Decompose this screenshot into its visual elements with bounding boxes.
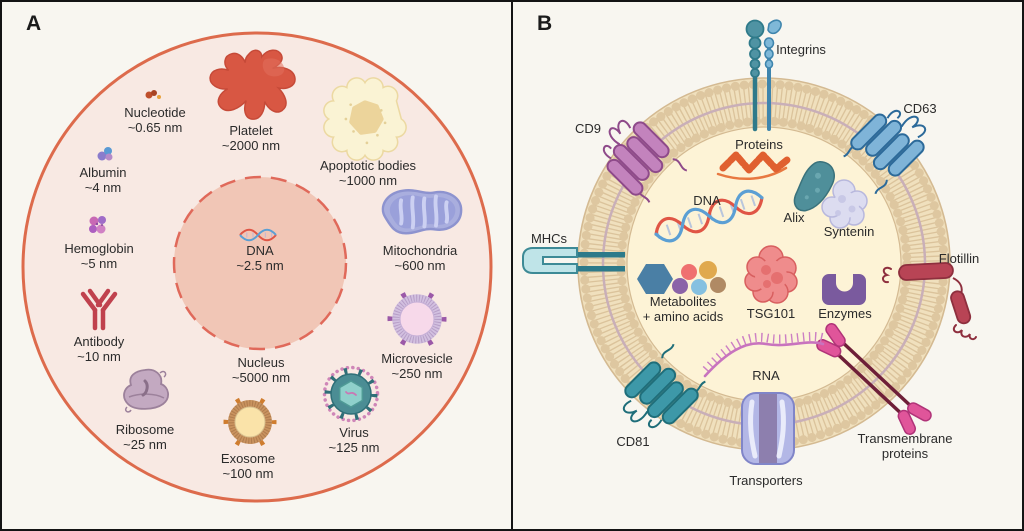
- exosome-name: Exosome: [220, 451, 276, 466]
- label-cd81: CD81: [616, 434, 650, 449]
- apoptotic-bodies-name: Apoptotic bodies: [319, 158, 417, 173]
- label-cd63: CD63: [903, 101, 937, 116]
- virus-size: ~125 nm: [328, 439, 380, 455]
- mitochondria-name: Mitochondria: [382, 243, 458, 258]
- label-virus: Virus ~125 nm: [328, 425, 380, 455]
- label-albumin: Albumin ~4 nm: [79, 165, 127, 195]
- panel-b-letter: B: [537, 12, 553, 35]
- transmembrane-line2: proteins: [881, 445, 929, 461]
- nucleotide-icon: [145, 90, 161, 99]
- label-apoptotic-bodies: Apoptotic bodies ~1000 nm: [319, 158, 417, 188]
- metabolites-line1: Metabolites: [649, 294, 717, 309]
- panel-b: B: [513, 2, 1022, 529]
- antibody-size: ~10 nm: [77, 348, 121, 364]
- mitochondria-size: ~600 nm: [394, 257, 446, 273]
- label-rna: RNA: [752, 368, 780, 383]
- platelet-size: ~2000 nm: [221, 137, 281, 153]
- label-antibody: Antibody ~10 nm: [73, 334, 125, 364]
- transporters-icon: [741, 392, 795, 465]
- antibody-name: Antibody: [73, 334, 125, 349]
- ribosome-name: Ribosome: [115, 422, 175, 437]
- label-alix: Alix: [783, 210, 805, 225]
- metabolites-icon: [637, 261, 726, 295]
- ribosome-size: ~25 nm: [123, 436, 167, 452]
- label-nucleus: Nucleus ~5000 nm: [231, 355, 291, 385]
- albumin-icon: [97, 147, 113, 161]
- label-dna-a: DNA ~2.5 nm: [236, 243, 284, 273]
- microvesicle-name: Microvesicle: [381, 351, 453, 366]
- label-enzymes: Enzymes: [818, 306, 872, 321]
- platelet-icon: [209, 49, 296, 120]
- syntenin-icon: [821, 179, 868, 229]
- label-proteins: Proteins: [735, 137, 783, 152]
- label-dna-b: DNA: [693, 193, 721, 208]
- enzymes-icon: [822, 274, 866, 305]
- albumin-size: ~4 nm: [84, 179, 122, 195]
- exosome-icon: [223, 395, 277, 449]
- alix-icon: [793, 161, 835, 212]
- rna-icon: [702, 331, 826, 378]
- cd63-icon: [843, 109, 927, 195]
- metabolites-line2: + amino acids: [642, 308, 724, 324]
- label-metabolites: Metabolites + amino acids: [642, 294, 724, 324]
- dna-icon-a: [239, 228, 277, 242]
- label-microvesicle: Microvesicle ~250 nm: [381, 351, 453, 381]
- apoptotic-bodies-icon: [323, 77, 407, 161]
- label-tsg101: TSG101: [746, 306, 796, 321]
- nucleus-name: Nucleus: [237, 355, 285, 370]
- antibody-icon: [80, 288, 118, 331]
- exosome-structure-graphic: [522, 19, 977, 465]
- platelet-name: Platelet: [229, 123, 273, 138]
- label-flotillin: Flotillin: [938, 251, 980, 266]
- label-cd9: CD9: [574, 121, 602, 136]
- label-syntenin: Syntenin: [823, 224, 875, 239]
- nucleus-circle: [172, 175, 348, 351]
- flotillin-icon: [882, 262, 977, 341]
- transmembrane-proteins-icon: [816, 323, 932, 435]
- label-platelet: Platelet ~2000 nm: [221, 123, 281, 153]
- dna-a-name: DNA: [246, 243, 274, 258]
- proteins-icon: [716, 151, 791, 180]
- tsg101-icon: [744, 245, 798, 304]
- label-nucleotide: Nucleotide ~0.65 nm: [124, 105, 186, 135]
- label-integrins: Integrins: [776, 42, 826, 57]
- microvesicle-size: ~250 nm: [391, 365, 443, 381]
- albumin-name: Albumin: [79, 165, 127, 180]
- apoptotic-bodies-size: ~1000 nm: [338, 172, 398, 188]
- dna-a-size: ~2.5 nm: [236, 257, 284, 273]
- mhcs-icon: [522, 247, 625, 274]
- cd81-icon: [622, 343, 706, 429]
- panel-a: A Nucleotide ~0.65 nm Platelet ~2000 nm: [2, 2, 513, 529]
- hemoglobin-name: Hemoglobin: [64, 241, 134, 256]
- label-transmembrane-proteins: Transmembrane proteins: [857, 431, 953, 461]
- hemoglobin-icon: [89, 216, 106, 234]
- cd9-icon: [602, 119, 688, 203]
- nucleotide-size: ~0.65 nm: [127, 119, 183, 135]
- nucleotide-name: Nucleotide: [124, 105, 186, 120]
- label-exosome: Exosome ~100 nm: [220, 451, 276, 481]
- virus-icon: [322, 365, 380, 423]
- label-mitochondria: Mitochondria ~600 nm: [382, 243, 458, 273]
- hemoglobin-size: ~5 nm: [80, 255, 118, 271]
- virus-name: Virus: [339, 425, 369, 440]
- dna-icon-b: [654, 189, 765, 243]
- label-ribosome: Ribosome ~25 nm: [115, 422, 175, 452]
- exosome-size: ~100 nm: [222, 465, 274, 481]
- mitochondria-icon: [381, 189, 463, 235]
- transmembrane-line1: Transmembrane: [857, 431, 953, 446]
- label-hemoglobin: Hemoglobin ~5 nm: [64, 241, 134, 271]
- panel-a-letter: A: [26, 12, 42, 35]
- label-transporters: Transporters: [729, 473, 803, 488]
- ribosome-icon: [123, 368, 169, 413]
- integrins-icon: [745, 19, 782, 132]
- nucleus-size: ~5000 nm: [231, 369, 291, 385]
- microvesicle-icon: [387, 289, 447, 349]
- label-mhcs: MHCs: [530, 231, 568, 246]
